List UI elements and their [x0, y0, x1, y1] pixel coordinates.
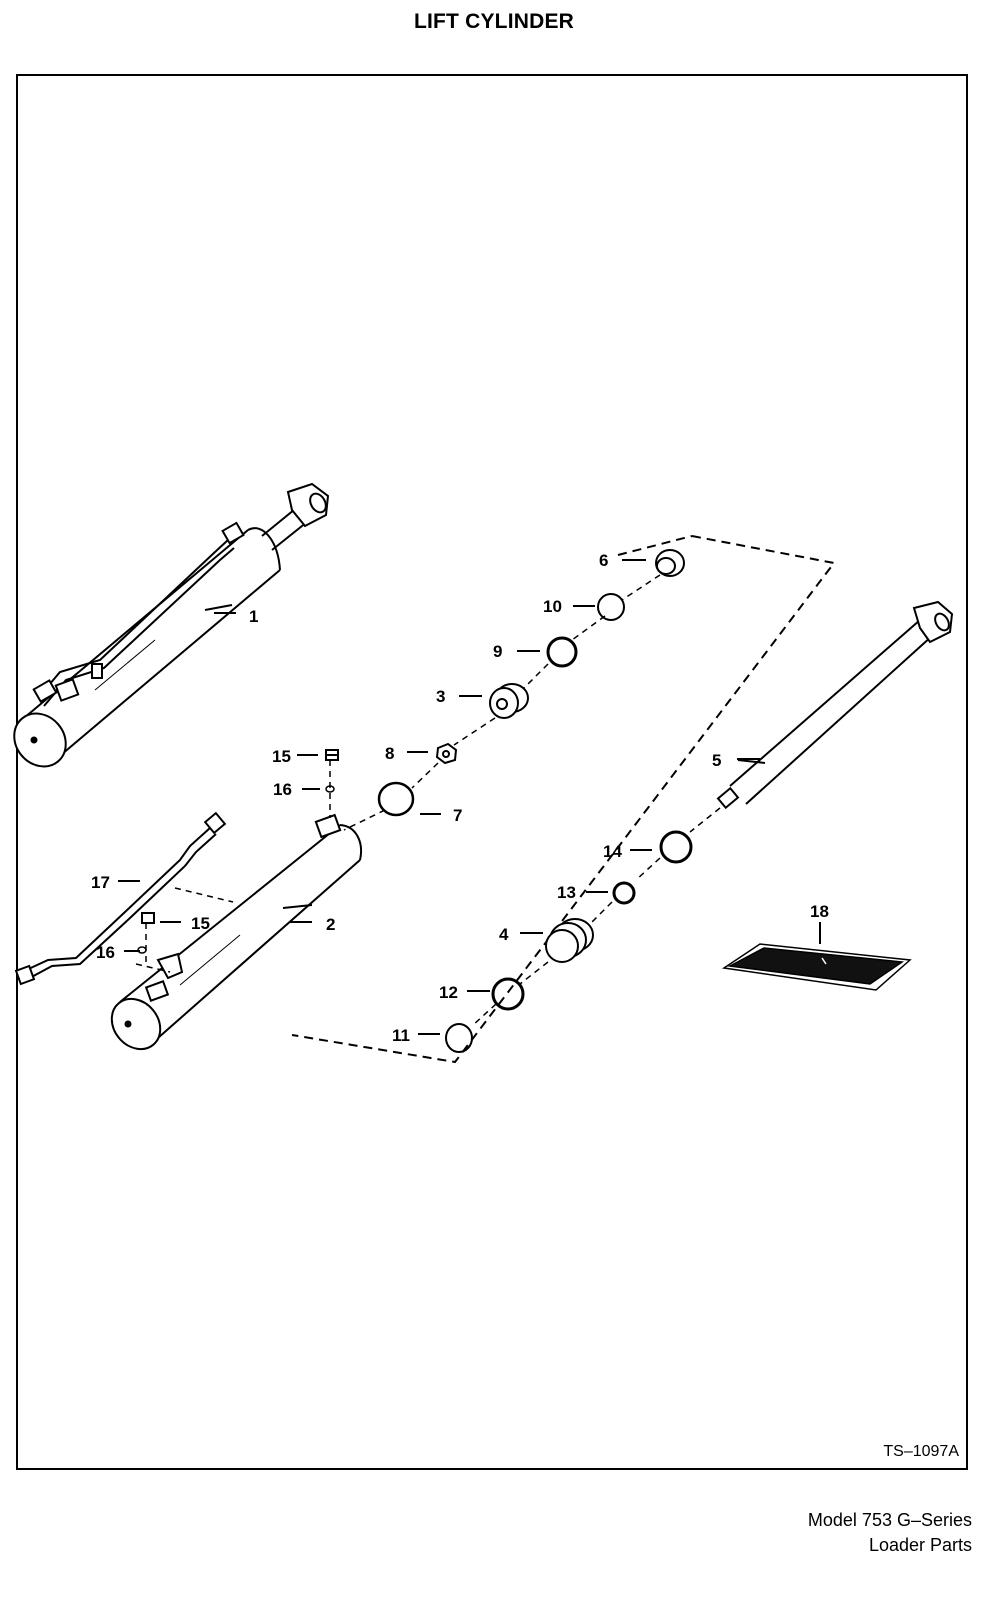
part-4-piston: [545, 918, 594, 963]
part-9-ring: [546, 636, 578, 668]
part-16-oring-upper: [325, 785, 335, 793]
hydraulic-tube-17: [14, 811, 227, 986]
callout-12: 12: [439, 983, 458, 1002]
cylinder-barrel-2: [110, 813, 362, 1051]
footer-model: Model 753 G–Series: [807, 1510, 972, 1530]
part-13-ring: [612, 881, 636, 905]
callout-11: 11: [392, 1026, 410, 1045]
callout-16-upper: 16: [273, 780, 292, 799]
diagram-frame: [16, 74, 968, 1470]
cylinder-assembly-1: [13, 482, 330, 768]
part-12-ring: [491, 977, 525, 1011]
lower-exploded-centerline: [135, 807, 721, 1027]
part-7-ring: [377, 781, 415, 817]
callout-leaders: [118, 559, 821, 1035]
callout-15-lower: 15: [191, 914, 210, 933]
footer-section: Loader Parts: [868, 1535, 972, 1555]
callout-16-lower: 16: [96, 943, 115, 962]
page-title: LIFT CYLINDER: [413, 10, 575, 33]
piston-rod-5: [716, 600, 954, 810]
callout-9: 9: [493, 642, 502, 661]
part-3-gland: [489, 683, 529, 719]
callout-14: 14: [603, 842, 622, 861]
part-6-wiper: [655, 549, 685, 577]
callout-18: 18: [810, 902, 829, 921]
callout-6: 6: [599, 551, 608, 570]
callout-7: 7: [453, 806, 462, 825]
callout-2: 2: [326, 915, 335, 934]
page-footer: Model 753 G–Series Loader Parts: [808, 1508, 972, 1558]
callout-4: 4: [499, 925, 509, 944]
callout-1: 1: [249, 607, 258, 626]
callout-13: 13: [557, 883, 576, 902]
callout-8: 8: [385, 744, 394, 763]
part-10-ring: [597, 593, 625, 621]
part-11-ring: [445, 1023, 473, 1053]
callout-17: 17: [91, 873, 110, 892]
callout-5: 5: [712, 751, 721, 770]
drawing-number: TS–1097A: [883, 1443, 959, 1460]
callout-15-upper: 15: [272, 747, 291, 766]
part-15-plug-upper: [325, 749, 339, 761]
callout-10: 10: [543, 597, 562, 616]
seal-kit-outline: [291, 535, 836, 1064]
part-15-plug-lower: [141, 912, 155, 924]
callout-3: 3: [436, 687, 445, 706]
part-14-ring: [659, 830, 693, 864]
upper-exploded-centerline: [174, 574, 661, 903]
part-18-decal: [721, 943, 912, 991]
part-8-nut: [435, 742, 458, 765]
